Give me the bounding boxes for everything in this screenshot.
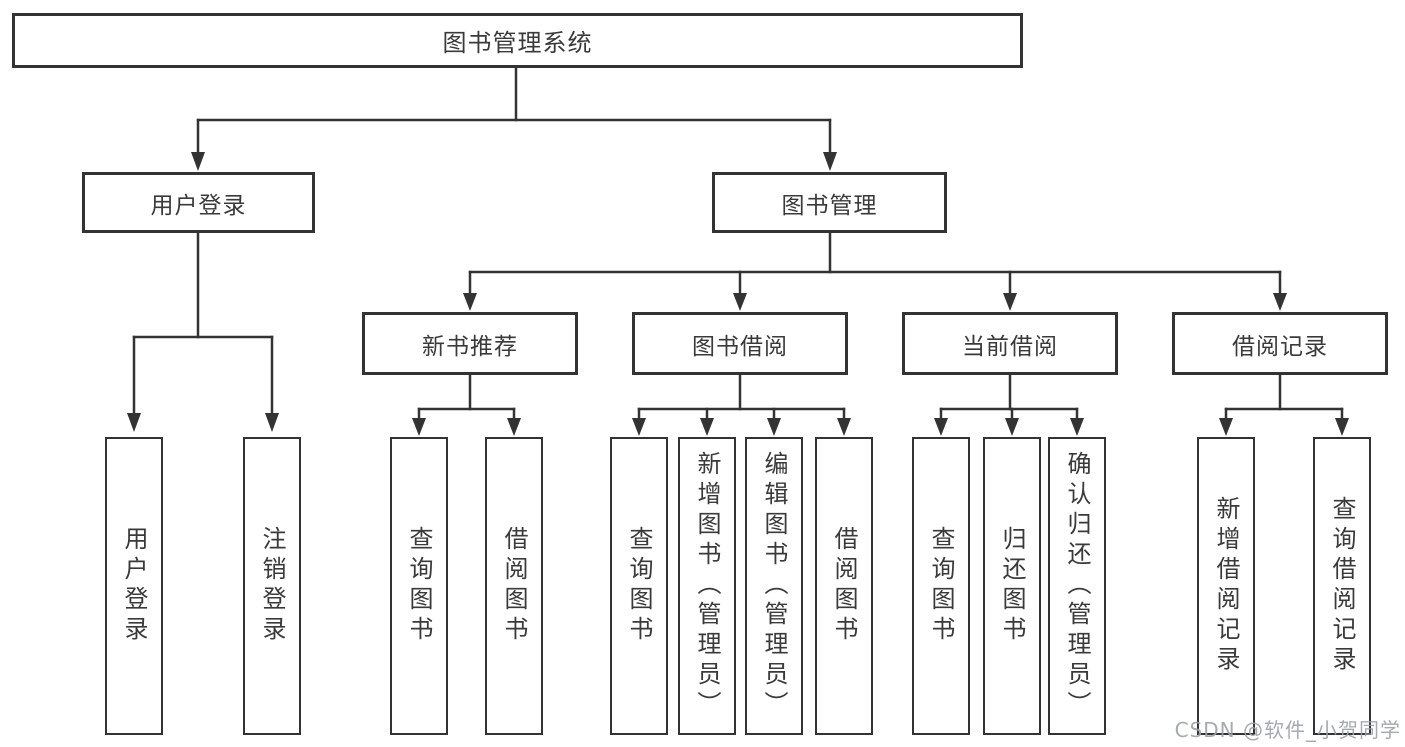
arrow-down-icon [823,152,837,171]
node-library-management-system: 图书管理系统 [12,13,1023,68]
arrow-down-icon [1273,293,1287,311]
node-label: 查询图书 [625,526,653,646]
arrow-down-icon [1003,293,1017,311]
leaf-confirm-return-admin: 确认归还（管理员） [1048,437,1106,735]
node-label: 新书推荐 [422,333,518,360]
node-label: 新增图书（管理员） [693,451,721,721]
arrow-down-icon [700,418,714,436]
node-current-borrow: 当前借阅 [902,312,1118,375]
node-label: 用户登录 [120,526,148,646]
arrow-down-icon [1219,418,1233,436]
node-label: 归还图书 [998,526,1026,646]
leaf-add-borrow-record: 新增借阅记录 [1197,437,1255,735]
arrow-down-icon [1005,418,1019,436]
node-book-management: 图书管理 [712,172,947,233]
leaf-query-books-current: 查询图书 [912,437,970,735]
arrow-down-icon [463,293,477,311]
arrow-down-icon [632,418,646,436]
node-label: 注销登录 [258,526,286,646]
node-borrow-records: 借阅记录 [1172,312,1388,375]
node-label: 查询图书 [405,526,433,646]
node-label: 确认归还（管理员） [1063,451,1091,721]
node-book-borrow: 图书借阅 [632,312,848,375]
leaf-user-login: 用户登录 [105,437,163,735]
leaf-add-books-admin: 新增图书（管理员） [678,437,736,735]
arrow-down-icon [127,413,141,432]
node-label: 借阅记录 [1232,333,1328,360]
arrow-down-icon [1070,418,1084,436]
leaf-edit-books-admin: 编辑图书（管理员） [745,437,803,735]
node-label: 新增借阅记录 [1212,496,1240,676]
leaf-query-borrow-record: 查询借阅记录 [1313,437,1371,735]
arrow-down-icon [412,418,426,436]
node-label: 编辑图书（管理员） [760,451,788,721]
leaf-query-books-borrow: 查询图书 [610,437,668,735]
node-label: 查询借阅记录 [1328,496,1356,676]
node-label: 借阅图书 [500,526,528,646]
node-label: 查询图书 [927,526,955,646]
node-label: 图书借阅 [692,333,788,360]
node-label: 图书管理系统 [442,29,593,57]
arrow-down-icon [733,293,747,311]
leaf-return-books: 归还图书 [983,437,1041,735]
node-user-login: 用户登录 [82,172,315,233]
arrow-down-icon [191,152,205,171]
node-label: 用户登录 [150,192,247,219]
leaf-borrow-books: 借阅图书 [815,437,873,735]
leaf-query-books-recommend: 查询图书 [390,437,448,735]
arrow-down-icon [934,418,948,436]
csdn-watermark: CSDN @软件_小贺同学 [1174,718,1401,742]
node-label: 借阅图书 [830,526,858,646]
node-new-book-recommend: 新书推荐 [362,312,578,375]
node-label: 图书管理 [781,192,878,219]
arrow-down-icon [1335,418,1349,436]
arrow-down-icon [507,418,521,436]
arrow-down-icon [265,413,279,432]
leaf-borrow-books-recommend: 借阅图书 [485,437,543,735]
arrow-down-icon [837,418,851,436]
leaf-logout: 注销登录 [243,437,301,735]
arrow-down-icon [767,418,781,436]
node-label: 当前借阅 [962,333,1058,360]
